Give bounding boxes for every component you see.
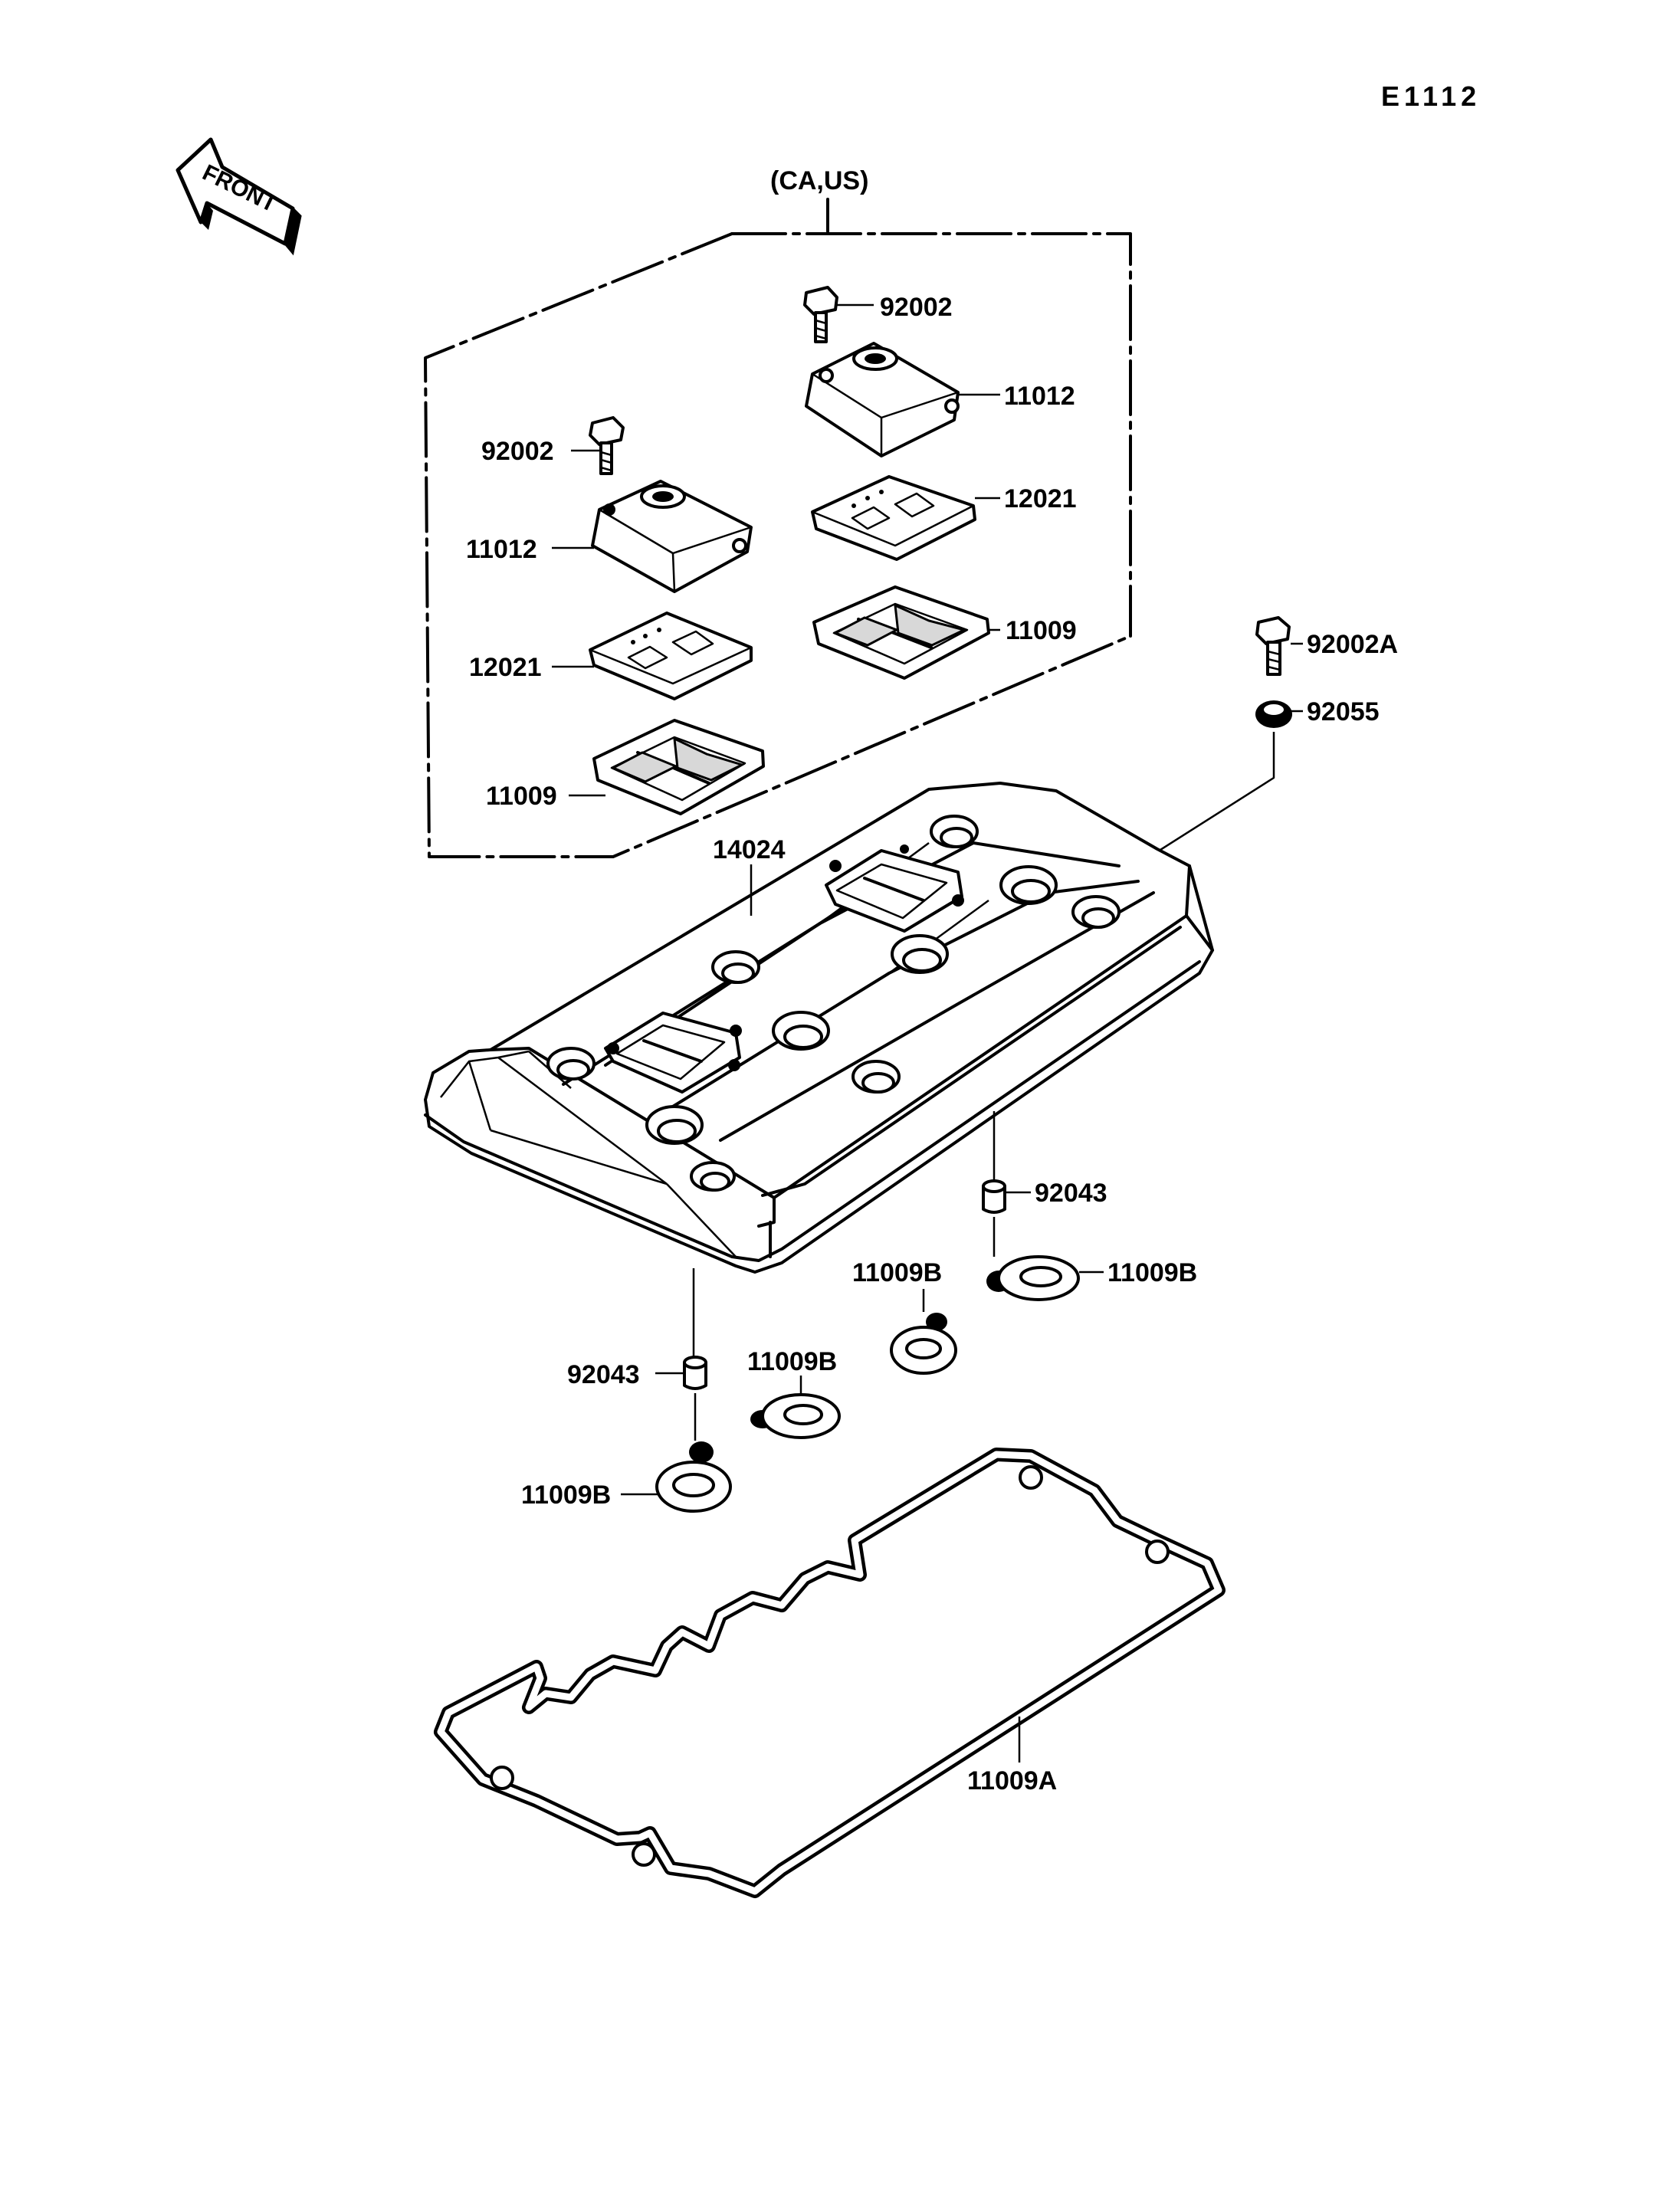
callout-92055: 92055 <box>1307 697 1380 726</box>
callout-11009-left: 11009 <box>486 782 557 811</box>
callout-92002-right: 92002 <box>880 293 953 322</box>
variant-group-label: (CA,US) <box>770 166 868 195</box>
cap-11012-right <box>805 342 960 457</box>
gasket-11009-right <box>812 585 990 680</box>
callout-92043-left: 92043 <box>567 1360 640 1389</box>
callout-12021-left: 12021 <box>469 653 542 682</box>
plate-12021-left <box>589 612 753 700</box>
grommet-92055 <box>1255 700 1292 728</box>
oring-11009B-far-right <box>986 1255 1080 1301</box>
leader-lines <box>552 303 1303 1763</box>
oring-11009B-left <box>655 1441 732 1513</box>
callout-92002-left: 92002 <box>481 437 554 466</box>
callout-92043-right: 92043 <box>1035 1179 1107 1208</box>
callout-14024: 14024 <box>713 835 786 864</box>
callout-12021-right: 12021 <box>1004 484 1077 513</box>
diagram-code: E1112 <box>1381 80 1481 112</box>
gasket-11009-left <box>592 719 765 815</box>
dowel-92043-left <box>683 1356 707 1390</box>
callout-11009B-mid-left: 11009B <box>747 1347 837 1376</box>
callout-11009A: 11009A <box>967 1766 1057 1795</box>
bolt-92002-left <box>589 416 625 475</box>
cap-11012-left <box>591 480 753 593</box>
callout-11009-right: 11009 <box>1006 616 1077 645</box>
callout-11009B-mid-right: 11009B <box>852 1258 942 1287</box>
variant-group-box: (CA,US) <box>424 166 1132 858</box>
front-arrow-icon: FRONT <box>176 137 302 256</box>
callout-11012-right: 11012 <box>1004 382 1075 411</box>
oring-11009B-mid-right <box>890 1313 957 1375</box>
bolt-92002A <box>1255 616 1291 676</box>
bolt-92002-right <box>803 286 838 343</box>
callout-92002A: 92002A <box>1307 630 1398 659</box>
callout-11012-left: 11012 <box>466 535 537 564</box>
plate-12021-right <box>811 475 976 561</box>
head-cover-14024 <box>424 782 1214 1274</box>
callout-11009B-left: 11009B <box>521 1481 611 1510</box>
cover-gasket-11009A <box>434 1448 1226 1898</box>
callout-11009B-far-right: 11009B <box>1107 1258 1197 1287</box>
oring-11009B-mid-left <box>750 1393 841 1439</box>
dowel-92043-right <box>982 1179 1006 1214</box>
